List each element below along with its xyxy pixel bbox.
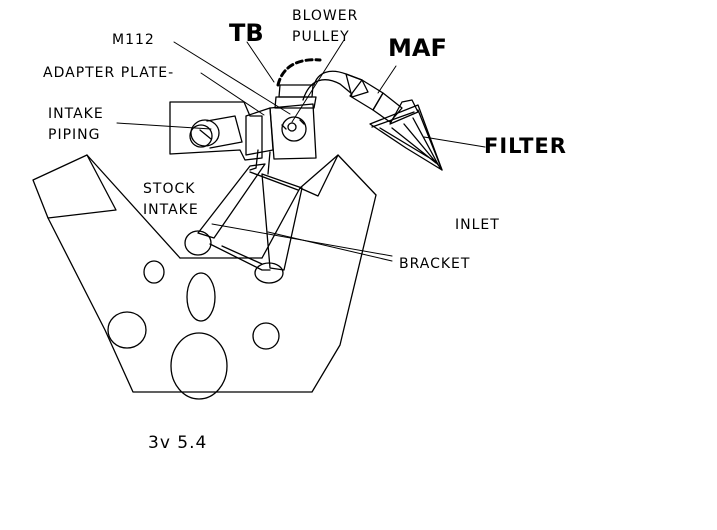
engine-label: 3v 5.4 [148, 433, 208, 453]
filter-label: FILTER [484, 134, 567, 158]
adapter-plate-label: ADAPTER PLATE- [43, 65, 175, 81]
tb-label: TB [229, 19, 264, 47]
pulley-label: PULLEY [292, 29, 350, 45]
blower-label: BLOWER [292, 8, 359, 24]
intake-stock-label: INTAKE [143, 202, 199, 218]
bracket-label: BRACKET [399, 256, 471, 272]
piping-label: PIPING [48, 127, 101, 143]
leader-lines [116, 39, 486, 262]
maf-tube [302, 70, 419, 125]
m112-label: M112 [112, 32, 155, 48]
stock-label: STOCK [143, 181, 196, 197]
engine-block [32, 154, 377, 393]
blower-assembly [245, 84, 317, 175]
stock-intake-runners [184, 163, 303, 284]
engine-circles [107, 260, 280, 400]
maf-label: MAF [388, 34, 447, 62]
blower-pulley-belt [276, 58, 322, 87]
inlet-label: INLET [455, 217, 500, 233]
intake-piping [169, 101, 263, 161]
filter-cone [369, 104, 443, 171]
intake-label: INTAKE [48, 106, 104, 122]
